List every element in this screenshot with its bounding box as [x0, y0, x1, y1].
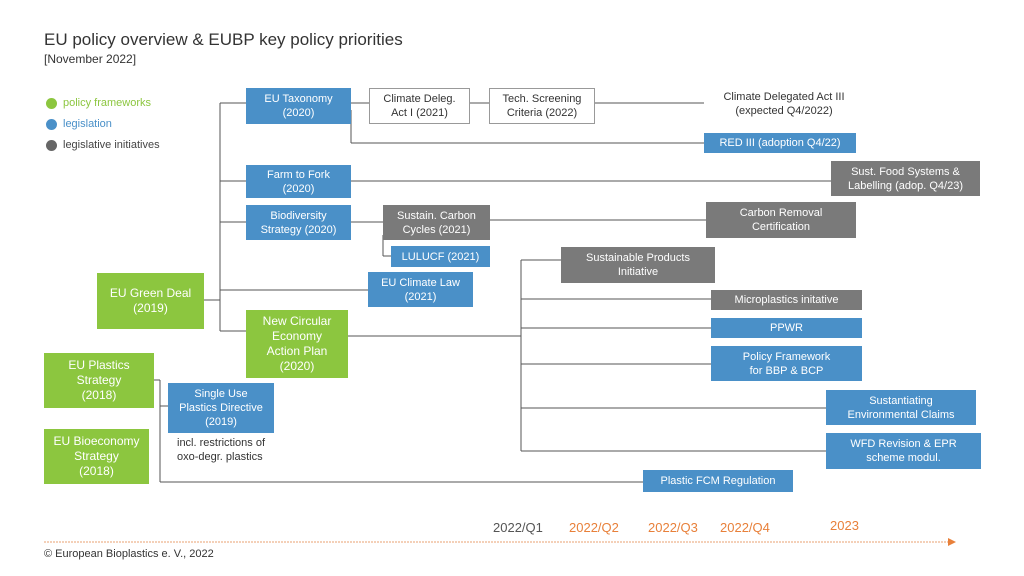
node-climate-deleg-3: Climate Delegated Act III (expected Q4/2…	[723, 91, 845, 117]
single-use-note: incl. restrictions of oxo-degr. plastics	[177, 437, 266, 463]
node-ppwr: PPWR	[711, 318, 862, 338]
node-carbon-removal: Carbon Removal Certification	[706, 202, 856, 238]
node-policy-framework-bbp: Policy Framework for BBP & BCP	[711, 346, 862, 381]
page-title: EU policy overview & EUBP key policy pri…	[44, 30, 403, 49]
node-red3: RED III (adoption Q4/22)	[704, 133, 856, 153]
node-sustainable-products: Sustainable Products Initiative	[561, 247, 715, 283]
timeline-label-2022-q2: 2022/Q2	[569, 520, 619, 535]
timeline-label-2022-q4: 2022/Q4	[720, 520, 770, 535]
timeline-label-2022-q1: 2022/Q1	[493, 520, 543, 535]
legend-label: legislative initiatives	[63, 139, 160, 151]
node-sustain-carbon: Sustain. Carbon Cycles (2021)	[383, 205, 490, 240]
blue-dot-icon	[46, 118, 57, 130]
legend-item-policy-frameworks: policy frameworks	[46, 97, 151, 109]
node-climate-deleg-1: Climate Deleg. Act I (2021)	[369, 88, 470, 124]
legend-item-legislation: legislation	[46, 118, 112, 130]
node-climate-law: EU Climate Law (2021)	[368, 272, 473, 307]
node-green-deal: EU Green Deal (2019)	[97, 273, 204, 329]
node-wfd: WFD Revision & EPR scheme modul.	[826, 433, 981, 469]
timeline-label-2022-q3: 2022/Q3	[648, 520, 698, 535]
node-bioeconomy-strategy: EU Bioeconomy Strategy (2018)	[44, 429, 149, 484]
grey-dot-icon	[46, 139, 57, 151]
node-plastic-fcm: Plastic FCM Regulation	[643, 470, 793, 492]
node-microplastics: Microplastics initative	[711, 290, 862, 310]
legend-item-legislative-initiatives: legislative initiatives	[46, 139, 160, 151]
node-plastics-strategy: EU Plastics Strategy (2018)	[44, 353, 154, 408]
node-eu-taxonomy: EU Taxonomy (2020)	[246, 88, 351, 124]
node-lulucf: LULUCF (2021)	[391, 246, 490, 267]
node-farm-to-fork: Farm to Fork (2020)	[246, 165, 351, 198]
node-circular-economy: New Circular Economy Action Plan (2020)	[246, 310, 348, 378]
green-dot-icon	[46, 97, 57, 109]
timeline-label-2023: 2023	[830, 518, 859, 533]
node-sust-food: Sust. Food Systems & Labelling (adop. Q4…	[831, 161, 980, 196]
page-subtitle: [November 2022]	[44, 52, 137, 66]
node-single-use: Single Use Plastics Directive (2019)	[168, 383, 274, 433]
node-tech-screening: Tech. Screening Criteria (2022)	[489, 88, 595, 124]
legend-label: legislation	[63, 118, 112, 130]
node-substantiating: Sustantiating Environmental Claims	[826, 390, 976, 425]
node-biodiversity: Biodiversity Strategy (2020)	[246, 205, 351, 240]
copyright: © European Bioplastics e. V., 2022	[44, 548, 214, 560]
legend-label: policy frameworks	[63, 97, 152, 109]
